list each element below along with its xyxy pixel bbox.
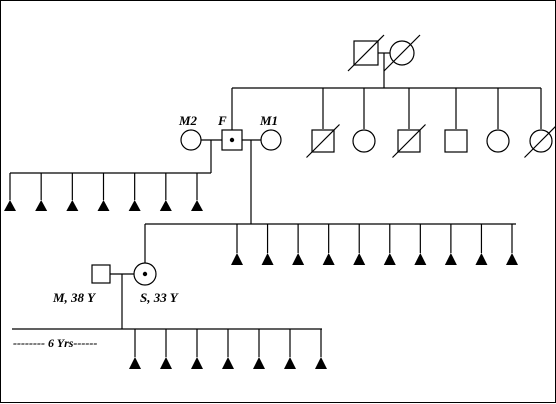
proband-loss-triangle-1 [129, 357, 141, 369]
sibling-2-circle [353, 130, 375, 152]
sibling-4-square [445, 130, 467, 152]
proband-loss-triangle-5 [253, 357, 265, 369]
m2-loss-triangle-7 [191, 200, 203, 211]
sibling-6 [525, 125, 556, 158]
sibling-2 [353, 130, 375, 152]
label-proband: S, 33 Y [140, 290, 179, 305]
m1-loss-triangle-6 [384, 253, 396, 265]
label-m1: M1 [259, 113, 278, 128]
m1-loss-triangle-3 [292, 253, 304, 265]
sibling-4 [445, 130, 467, 152]
husband-m [92, 265, 110, 283]
m1-loss-triangle-9 [475, 253, 487, 265]
proband-carrier-dot [143, 272, 147, 276]
m1-loss-triangle-5 [353, 253, 365, 265]
sibling-3 [393, 125, 426, 158]
proband-loss-triangle-6 [284, 357, 296, 369]
m2-loss-triangle-1 [4, 200, 16, 211]
proband-pregnancy-losses [129, 329, 327, 369]
proband-loss-triangle-2 [160, 357, 172, 369]
m2-loss-triangle-6 [160, 200, 172, 211]
m2-loss-triangle-5 [129, 200, 141, 211]
m2-loss-triangle-3 [66, 200, 78, 211]
proband-loss-triangle-7 [315, 357, 327, 369]
m1-loss-triangle-8 [445, 253, 457, 265]
m2-pregnancy-losses [4, 173, 203, 211]
label-m2: M2 [178, 113, 198, 128]
m1-loss-triangle-7 [414, 253, 426, 265]
m1-loss-triangle-2 [262, 253, 274, 265]
label-f: F [217, 113, 227, 128]
m1-loss-triangle-10 [506, 253, 518, 265]
label-husband: M, 38 Y [52, 290, 96, 305]
label-interval: -------- 6 Yrs------ [13, 336, 97, 350]
m1-loss-triangle-4 [323, 253, 335, 265]
m1-loss-triangle-1 [231, 253, 243, 265]
sibling-5 [487, 130, 509, 152]
gen2-siblings [307, 88, 556, 158]
proband-loss-triangle-4 [222, 357, 234, 369]
sibling-5-circle [487, 130, 509, 152]
m2-loss-triangle-2 [35, 200, 47, 211]
m1-pregnancy-losses [231, 224, 518, 265]
proband-loss-triangle-3 [191, 357, 203, 369]
m2-loss-triangle-4 [98, 200, 110, 211]
father-carrier-dot [230, 138, 234, 142]
sibling-1 [307, 125, 340, 158]
m1-wife [261, 130, 281, 150]
m2-wife [181, 130, 201, 150]
